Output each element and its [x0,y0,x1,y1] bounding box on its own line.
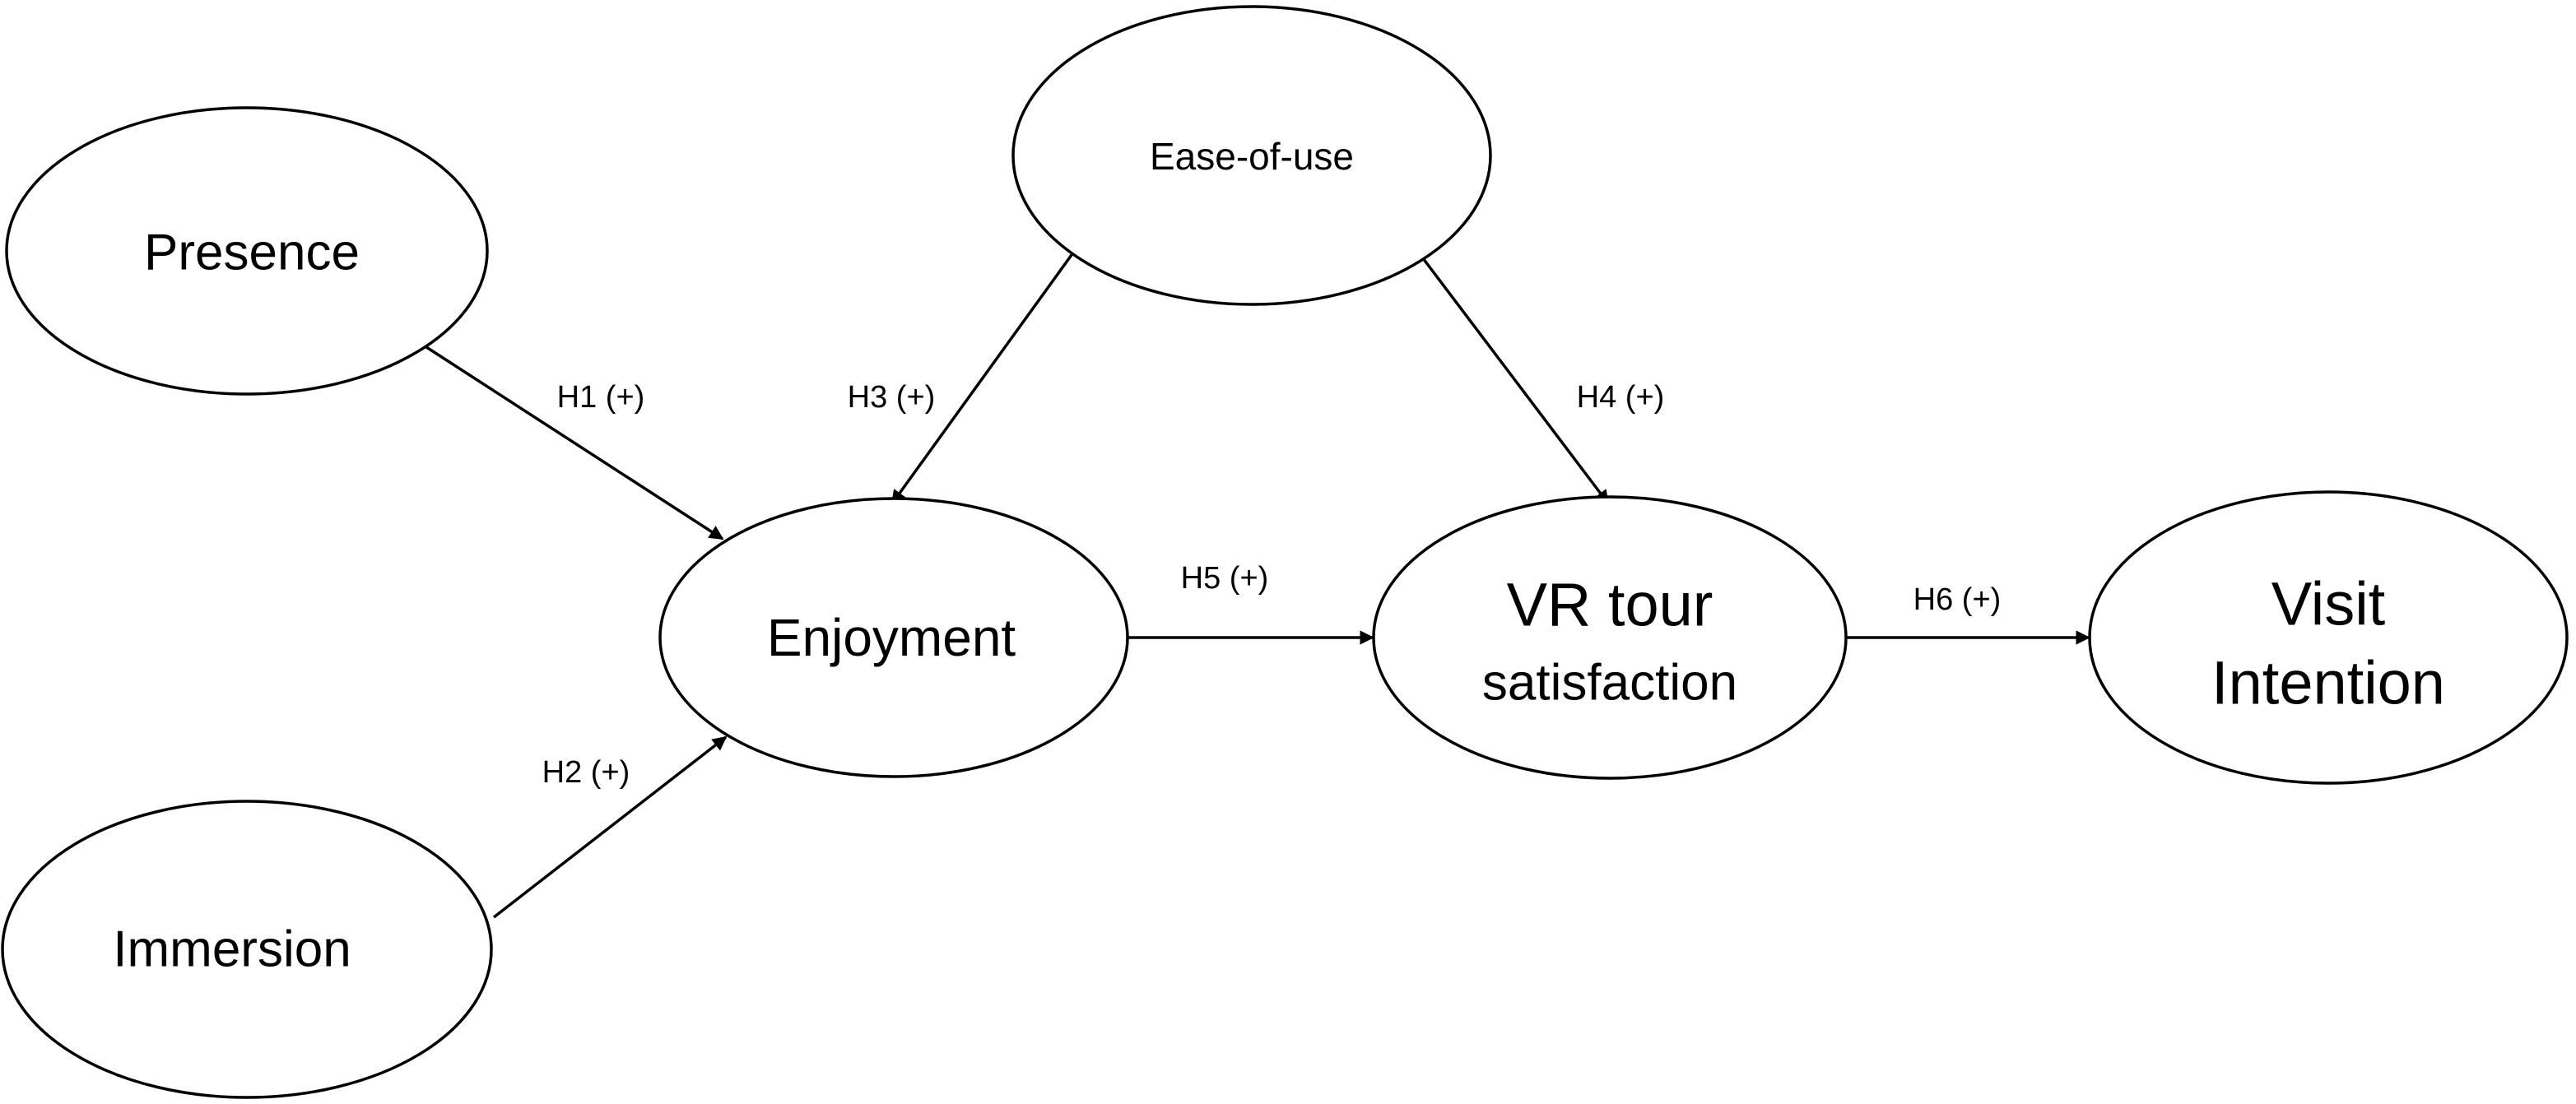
edge-label-h4: H4 (+) [1577,380,1665,415]
node-presence: Presence [5,106,489,396]
edge-ease-of-use-enjoyment [890,242,1081,505]
node-vr-tour-satisfaction-label-line1: VR tour [1507,571,1713,639]
node-ease-of-use-ellipse [1011,5,1492,306]
edges [421,242,2090,919]
edge-label-h6: H6 (+) [1913,582,2002,617]
node-immersion-label: Immersion [113,921,351,978]
node-visit-intention-label-line1: Visit [2271,570,2386,638]
node-immersion: Immersion [1,800,493,1099]
node-enjoyment-ellipse [658,497,1129,778]
node-vr-tour-satisfaction-ellipse [1372,495,1848,780]
node-ease-of-use: Ease-of-use [1011,5,1492,306]
edge-immersion-enjoyment [492,735,728,919]
node-vr-tour-satisfaction: VR tour satisfaction [1372,495,1848,780]
edge-label-h1: H1 (+) [557,380,645,415]
edge-presence-enjoyment [421,342,724,540]
edge-label-h3: H3 (+) [848,380,936,415]
node-visit-intention: Visit Intention [2088,490,2569,785]
node-visit-intention-label-line2: Intention [2211,649,2445,717]
edge-label-h2: H2 (+) [542,755,630,790]
node-ease-of-use-label: Ease-of-use [1150,135,1354,178]
edge-ease-of-use-satisfaction [1419,253,1610,505]
edge-label-h5: H5 (+) [1181,561,1269,596]
edge-labels: H1 (+) H2 (+) H3 (+) H4 (+) H5 (+) H6 (+… [542,380,2002,790]
node-presence-ellipse [5,106,489,396]
node-enjoyment: Enjoyment [658,497,1129,778]
node-enjoyment-label: Enjoyment [767,608,1016,667]
node-immersion-ellipse [1,800,493,1099]
node-visit-intention-ellipse [2088,490,2569,785]
node-presence-label: Presence [144,225,360,281]
node-vr-tour-satisfaction-label-line2: satisfaction [1482,655,1737,712]
